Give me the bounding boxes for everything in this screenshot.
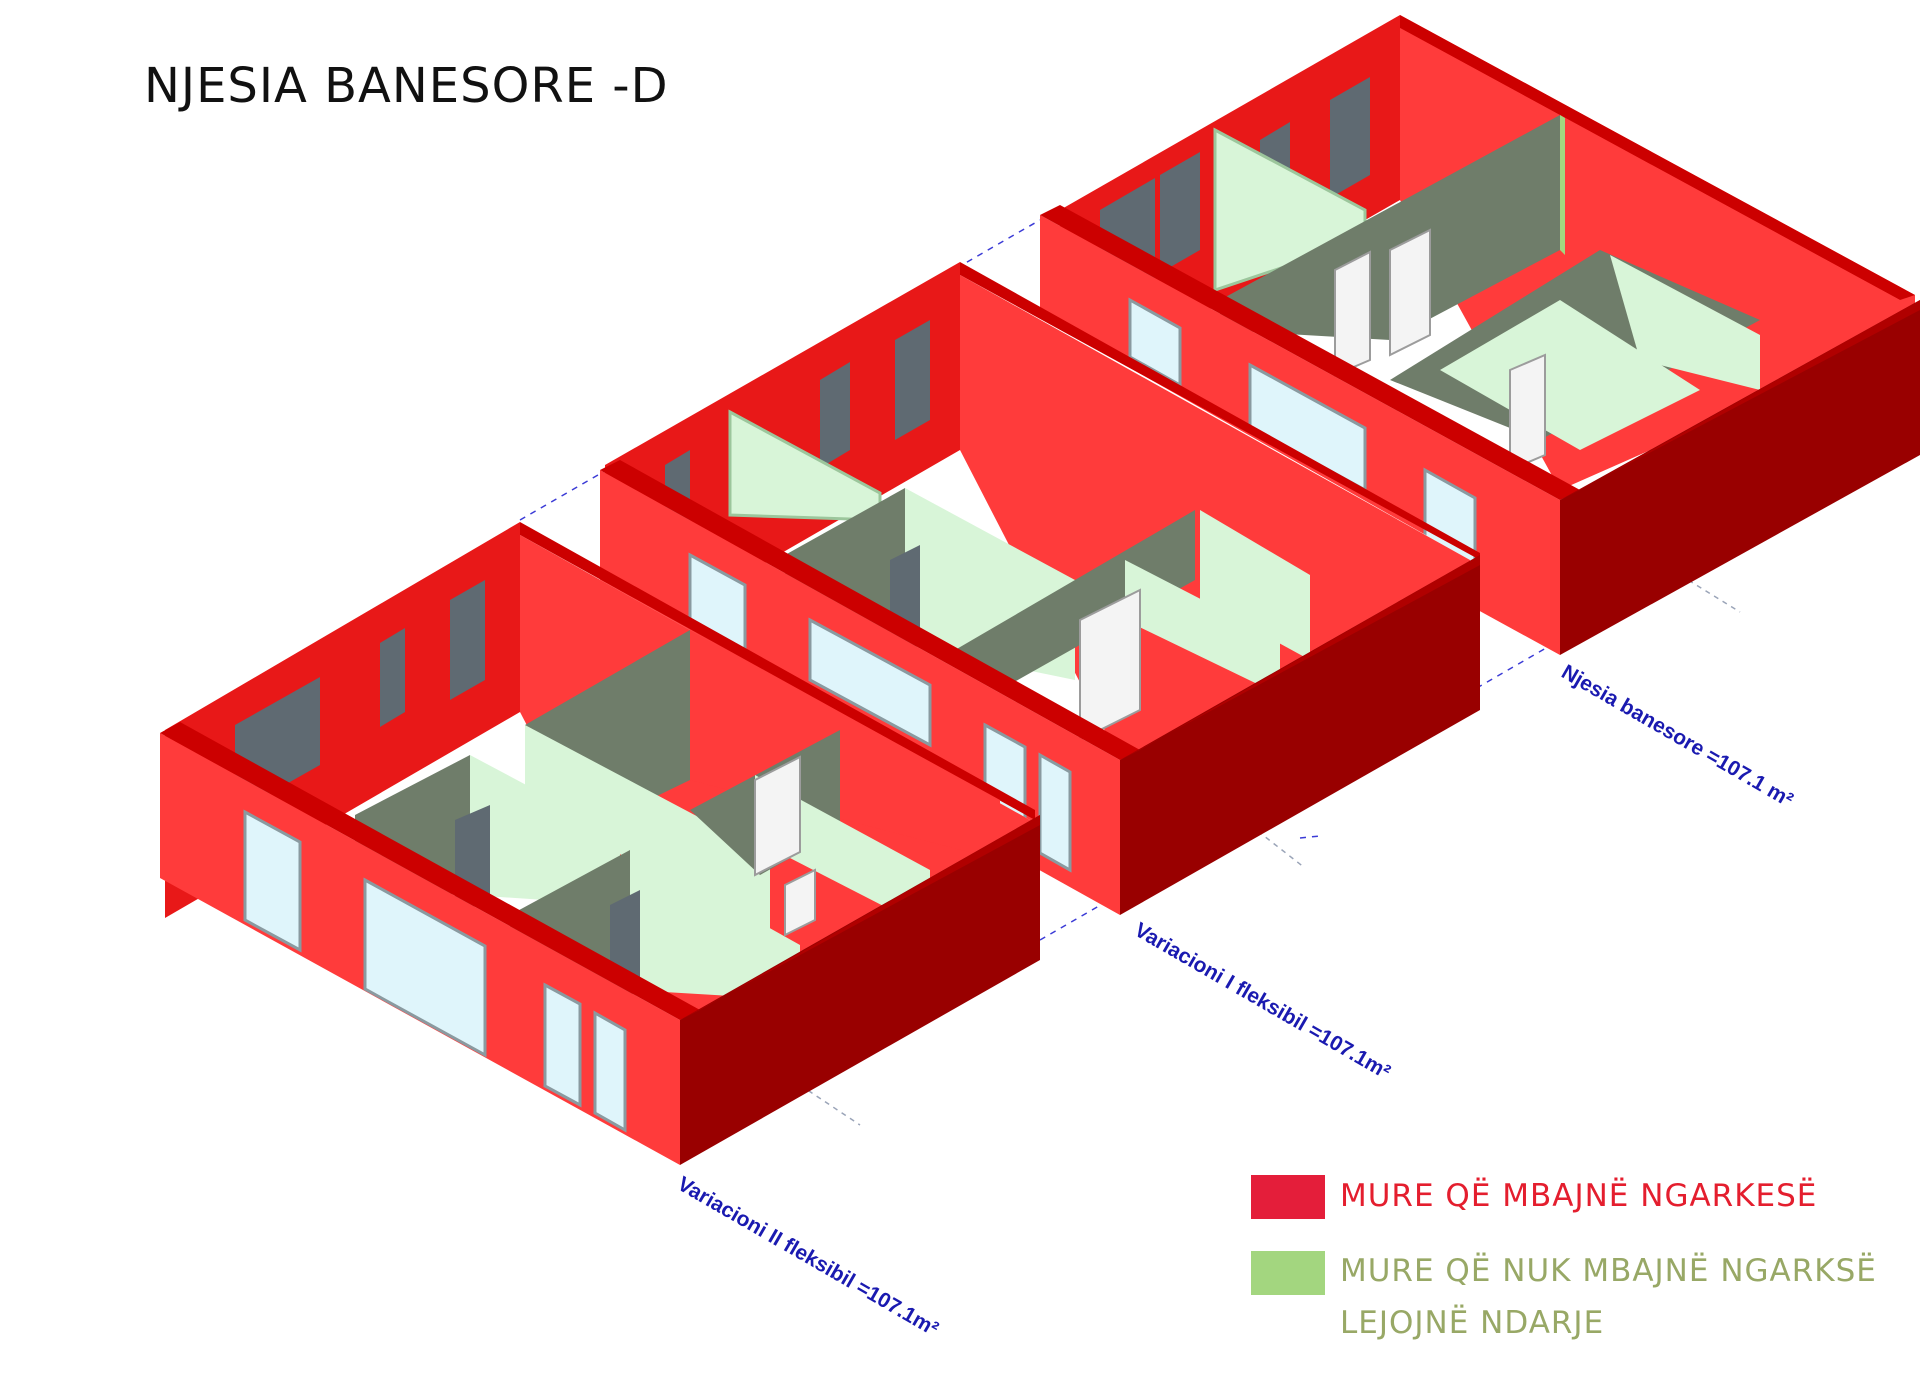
unit-variacioni-i xyxy=(600,262,1480,915)
label-njesia-banesore: Njesia banesore =107.1 m² xyxy=(1558,660,1797,812)
doors xyxy=(1334,228,1546,472)
partition-light xyxy=(1125,560,1280,695)
partition-dark xyxy=(955,510,1195,690)
legend-label-bearing: MURE QË MBAJNË NGARKESË xyxy=(1340,1178,1818,1214)
front-right-wall xyxy=(680,815,1040,1165)
front-right-wall xyxy=(1560,300,1920,655)
label-variacioni-i: Variacioni I fleksibil =107.1m² xyxy=(1131,918,1395,1084)
page-title: NJESIA BANESORE -D xyxy=(144,58,669,114)
legend-label-non-bearing-line1: MURE QË NUK MBAJNË NGARKSË xyxy=(1340,1253,1877,1289)
legend-swatch-bearing xyxy=(1251,1175,1325,1219)
unit-njesia-banesore xyxy=(1040,15,1920,655)
label-variacioni-ii: Variacioni II fleksibil =107.1m² xyxy=(674,1172,943,1340)
partition-dark xyxy=(1220,115,1560,340)
front-right-wall xyxy=(1120,555,1480,915)
partition-red xyxy=(690,630,1000,860)
windows-front xyxy=(243,809,627,1133)
partition-light xyxy=(1610,255,1760,390)
unit-variacioni-ii xyxy=(160,522,1040,1165)
partition-light xyxy=(1200,510,1310,660)
partition-light xyxy=(1440,300,1700,450)
partition-light xyxy=(525,725,770,940)
partition-light xyxy=(630,850,800,1000)
partition-light xyxy=(470,755,620,905)
legend-label-non-bearing-line2: LEJOJNË NDARJE xyxy=(1340,1305,1605,1341)
legend-swatch-non-bearing xyxy=(1251,1251,1325,1295)
